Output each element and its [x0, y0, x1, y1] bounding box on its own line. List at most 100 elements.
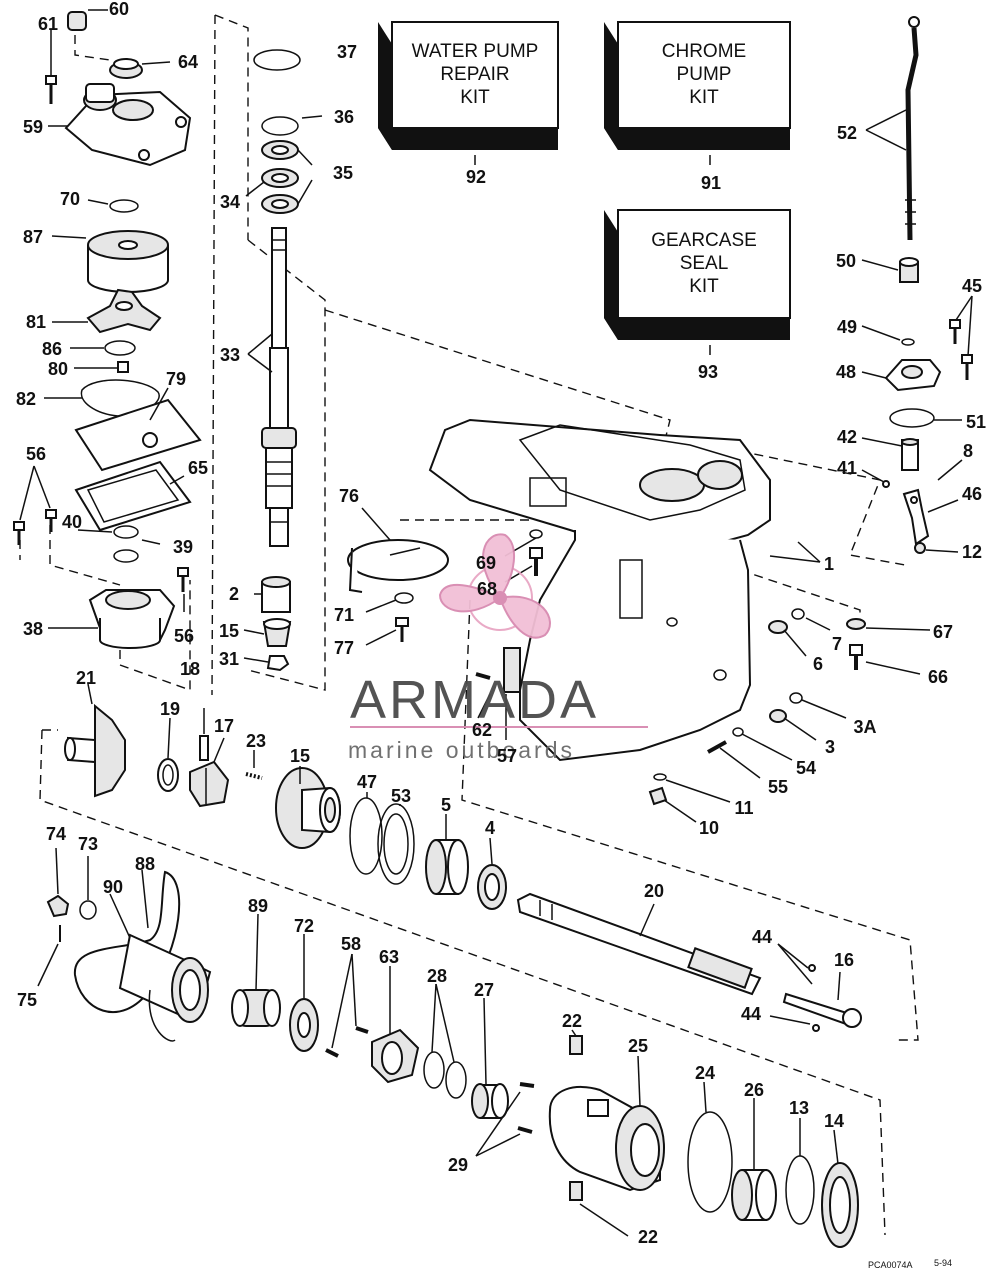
impeller-cup-87 — [87, 230, 169, 293]
seal-39b — [113, 549, 139, 563]
callout-36: 36 — [334, 107, 354, 127]
callout-4: 4 — [485, 818, 495, 838]
o-ring-11 — [653, 773, 667, 781]
callout-56-top: 56 — [26, 444, 46, 464]
o-ring-37 — [253, 49, 301, 71]
screw-62 — [475, 672, 491, 680]
screw-58a — [355, 1026, 369, 1034]
watermark-tagline: marine outboards — [348, 737, 575, 763]
kit-93-line-3: KIT — [689, 276, 719, 297]
washer-54 — [732, 727, 744, 737]
callout-55: 55 — [768, 777, 788, 797]
callout-71: 71 — [334, 605, 354, 625]
bearing-27 — [471, 1083, 509, 1119]
callout-64: 64 — [178, 52, 198, 72]
callout-27: 27 — [474, 980, 494, 1000]
clutch-dog-17 — [189, 760, 230, 808]
callout-70: 70 — [60, 189, 80, 209]
callout-21: 21 — [76, 668, 96, 688]
callout-13: 13 — [789, 1098, 809, 1118]
impeller-81 — [86, 288, 162, 334]
callout-62: 62 — [472, 720, 492, 740]
pin-41 — [882, 480, 890, 488]
retainer-63 — [371, 1028, 420, 1084]
seal-14 — [821, 1162, 859, 1248]
callout-24: 24 — [695, 1063, 715, 1083]
callout-86: 86 — [42, 339, 62, 359]
callout-22-top: 22 — [562, 1011, 582, 1031]
callout-50: 50 — [836, 251, 856, 271]
screw-58b — [325, 1048, 339, 1058]
parts-drawings — [13, 11, 973, 1248]
pump-base-38 — [88, 589, 176, 649]
seal-28b — [445, 1061, 467, 1099]
callout-14: 14 — [824, 1111, 844, 1131]
callout-labels: 60 61 64 59 37 36 35 34 70 87 33 81 86 8… — [16, 0, 986, 1247]
anode-plate-76 — [347, 539, 449, 593]
forward-gear-21 — [64, 703, 126, 798]
callout-74: 74 — [46, 824, 66, 844]
screws-45 — [949, 319, 973, 380]
callout-26: 26 — [744, 1080, 764, 1100]
callout-80: 80 — [48, 359, 68, 379]
o-ring-24 — [687, 1111, 733, 1213]
bearing-race-4 — [477, 864, 507, 910]
kit-box-93: GEARCASE SEAL KIT — [604, 209, 791, 355]
callout-3a: 3A — [853, 717, 876, 737]
nut-74 — [46, 894, 70, 918]
callout-68: 68 — [477, 579, 497, 599]
gasket-65 — [74, 460, 192, 532]
shim-47 — [349, 797, 383, 875]
callout-11: 11 — [734, 798, 753, 818]
propeller-88 — [73, 870, 212, 1042]
callout-15-pinion: 15 — [219, 621, 239, 641]
callout-42: 42 — [837, 427, 857, 447]
callout-67: 67 — [933, 622, 953, 642]
footer-code: PCA0074A — [868, 1260, 913, 1270]
bearing-5 — [425, 839, 469, 895]
washer-73 — [79, 900, 97, 920]
pin-12 — [914, 542, 926, 554]
kit-91-number: 91 — [701, 173, 721, 193]
callout-41: 41 — [837, 458, 857, 478]
callout-29: 29 — [448, 1155, 468, 1175]
o-ring-51 — [889, 408, 935, 428]
washer-69 — [529, 529, 543, 539]
callout-76: 76 — [339, 486, 359, 506]
cradle-16 — [782, 992, 862, 1028]
callout-72: 72 — [294, 916, 314, 936]
kit-92-line-2: REPAIR — [440, 64, 509, 85]
callout-40: 40 — [62, 512, 82, 532]
callout-88: 88 — [135, 854, 155, 874]
callout-47: 47 — [357, 772, 377, 792]
callout-45: 45 — [962, 276, 982, 296]
footer-date: 5-94 — [934, 1258, 952, 1268]
callout-90: 90 — [103, 877, 123, 897]
o-ring-3a — [789, 692, 803, 704]
watermark-brand: ARMADA — [350, 670, 599, 730]
propeller-shaft-20 — [516, 892, 762, 996]
callout-15-gear: 15 — [290, 746, 310, 766]
callout-3: 3 — [825, 737, 835, 757]
spring-23 — [245, 772, 263, 780]
kit-92-line-1: WATER PUMP — [412, 41, 539, 62]
thrust-hub-89 — [231, 989, 281, 1027]
callout-59: 59 — [23, 117, 43, 137]
seal-28a — [423, 1051, 445, 1089]
key-80 — [117, 361, 129, 373]
bearing-26 — [731, 1169, 777, 1221]
ball-44b — [812, 1024, 820, 1032]
bolt-56-left — [13, 521, 25, 545]
gearcase-housing-1 — [428, 418, 771, 762]
grommet-64 — [109, 58, 143, 79]
callout-79: 79 — [166, 369, 186, 389]
callout-77: 77 — [334, 638, 354, 658]
callout-53: 53 — [391, 786, 411, 806]
kit-93-number: 93 — [698, 362, 718, 382]
callout-20: 20 — [644, 881, 664, 901]
callout-44-bottom: 44 — [741, 1004, 761, 1024]
bearing-housing-25 — [548, 1085, 665, 1192]
callout-17: 17 — [214, 716, 234, 736]
plate-79 — [74, 398, 202, 472]
bolt-56-right — [177, 567, 189, 592]
